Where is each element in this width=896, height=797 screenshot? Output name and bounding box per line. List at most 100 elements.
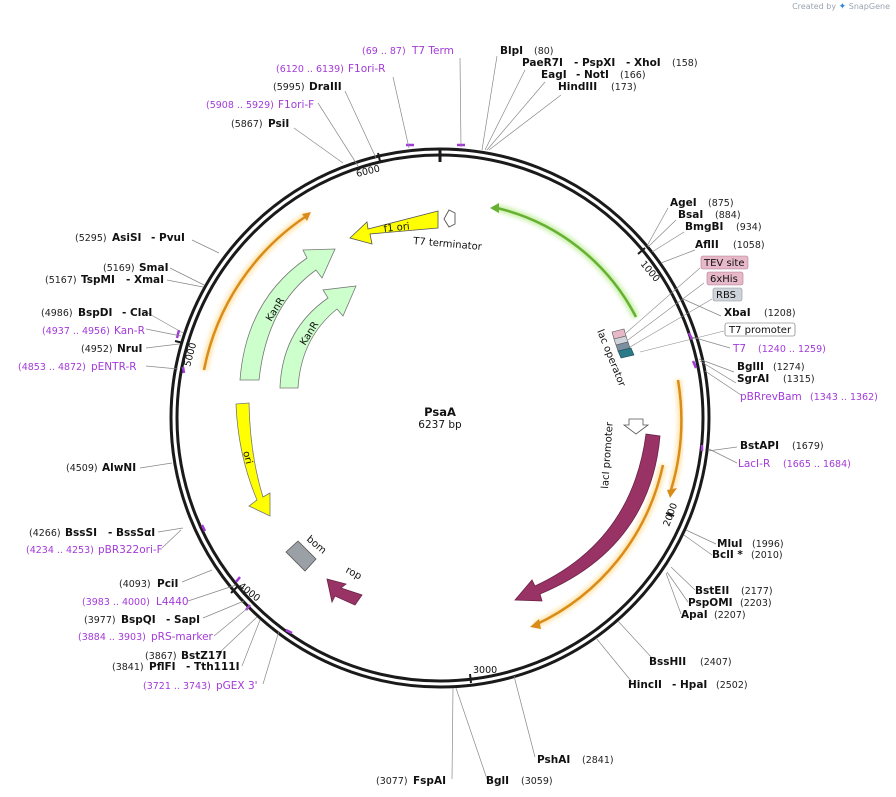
pshai-pos: (2841) — [582, 755, 614, 766]
laci-r-name: LacI-R — [738, 458, 770, 470]
kan-r-range: (4937 .. 4956) — [42, 326, 110, 337]
primer-mark-pbr322 — [200, 524, 207, 532]
bstapi-pos: (1679) — [792, 441, 824, 452]
f1ori-f-range: (5908 .. 5929) — [206, 100, 274, 111]
rbs-block — [617, 347, 635, 359]
mlui-name: MluI — [717, 538, 742, 550]
t7-terminator-label: T7 terminator — [412, 236, 483, 253]
tspmi-name: TspMI — [81, 274, 115, 286]
bstz17i-pos: (3867) — [145, 651, 177, 662]
bsshii-name: BssHII — [649, 656, 686, 668]
plasmid-name: PsaA — [424, 405, 456, 419]
bom-box — [285, 540, 317, 572]
bstapi-name: BstAPI — [740, 440, 779, 452]
aflii-name: AflII — [695, 239, 719, 251]
tick-3000 — [469, 673, 472, 684]
tick-5000 — [174, 340, 184, 344]
laci-promoter-arrow — [622, 418, 650, 435]
tev-site-label: TEV site — [703, 258, 745, 269]
t7-promoter-label: T7 promoter — [728, 325, 792, 336]
mlui-pos: (1996) — [752, 539, 784, 550]
eagi-pos: (166) — [620, 70, 646, 81]
primer-mark-pgex — [285, 628, 293, 635]
agei-name: AgeI — [670, 197, 697, 209]
apai-name: ApaI — [681, 609, 708, 621]
pflfi-pos: (3841) — [112, 662, 144, 673]
cds-arc-arrowhead — [490, 203, 499, 213]
leader-lines — [139, 55, 742, 780]
t7-terminator-arrow — [443, 209, 456, 228]
f1-ori-arrow — [349, 210, 439, 245]
laci-r-range: (1665 .. 1684) — [783, 459, 851, 470]
apai-pos: (2207) — [714, 610, 746, 621]
bmgbi-pos: (934) — [736, 222, 762, 233]
t7-primer-name: T7 — [732, 343, 746, 355]
laci-arrow — [514, 433, 661, 602]
pspomi-name: PspOMI — [688, 597, 733, 609]
f1ori-r-range: (6120 .. 6139) — [276, 64, 344, 75]
tick-marks — [174, 152, 675, 684]
bgli-name: BglI — [486, 775, 509, 787]
nrui-pos: (4952) — [81, 344, 113, 355]
feature-link-4 — [639, 330, 725, 353]
pbrrevbam-name: pBRrevBam — [740, 391, 802, 403]
psii-pos: (5867) — [231, 119, 263, 130]
pcii-name: PciI — [157, 578, 178, 590]
rbs-box — [712, 287, 743, 302]
smai-pos: (5169) — [103, 263, 135, 274]
bmgbi-name: BmgBI — [685, 221, 723, 233]
primer-mark-t7 — [687, 332, 694, 340]
feature-link-2 — [627, 282, 705, 341]
bspqi-sep: - SapI — [166, 614, 200, 626]
pflfi-sep: - Tth111I — [186, 661, 240, 673]
pcii-pos: (4093) — [119, 579, 151, 590]
hindiii-name: HindIII — [558, 81, 597, 93]
aflii-pos: (1058) — [733, 240, 765, 251]
rop-label: rop — [344, 565, 364, 582]
bglii-name: BglII — [737, 361, 764, 373]
credit-prefix: Created by — [792, 2, 837, 11]
pentr-r-name: pENTR-R — [91, 361, 137, 373]
sgrai-name: SgrAI — [737, 373, 769, 385]
sgrai-pos: (1315) — [783, 374, 815, 385]
bspqi-pos: (3977) — [84, 615, 116, 626]
feature-link-3 — [629, 298, 713, 348]
primer-mark-l4440 — [235, 576, 241, 583]
smai-name: SmaI — [139, 262, 169, 274]
tick-label-2000: 2000 — [661, 502, 680, 528]
xbai-name: XbaI — [724, 307, 751, 319]
bgli-pos: (3059) — [521, 776, 553, 787]
bglii-pos: (1274) — [773, 362, 805, 373]
tick-label-6000: 6000 — [355, 163, 381, 180]
t7-term-name: T7 Term — [411, 45, 454, 57]
cds-arc — [496, 206, 638, 318]
tick-4000 — [230, 586, 238, 594]
l4440-name: L4440 — [156, 596, 189, 608]
snapgene-logo-icon: ✦ — [838, 2, 847, 12]
tick-6000 — [377, 152, 381, 162]
f1ori-r-name: F1ori-R — [348, 63, 385, 75]
kanr-outer-arrow — [239, 248, 336, 381]
plasmid-size: 6237 bp — [418, 419, 462, 431]
bsai-name: BsaI — [678, 209, 703, 221]
hincii-pos: (2502) — [716, 680, 748, 691]
draiii-name: DraIII — [309, 81, 342, 93]
bsai-pos: (884) — [715, 210, 741, 221]
blpi-pos: (80) — [534, 46, 554, 57]
prs-marker-name: pRS-marker — [151, 631, 214, 643]
paer7i-pos: (158) — [672, 58, 698, 69]
backbone-outer — [169, 147, 711, 689]
asisi-name: AsiSI — [112, 232, 141, 244]
bsteii-name: BstEII — [695, 585, 729, 597]
kan-r-name: Kan-R — [114, 325, 145, 337]
pgex3-range: (3721 .. 3743) — [143, 681, 211, 692]
primer-mark-pbrrevbam — [691, 360, 698, 369]
bsssi-sep: - BssSαI — [108, 527, 155, 539]
nrui-name: NruI — [117, 343, 142, 355]
his-tag-label: 6xHis — [710, 274, 738, 285]
tick-label-5000: 5000 — [182, 342, 199, 368]
t7-promoter-box — [724, 322, 796, 337]
bsshii-pos: (2407) — [700, 657, 732, 668]
draiii-pos: (5995) — [273, 82, 305, 93]
